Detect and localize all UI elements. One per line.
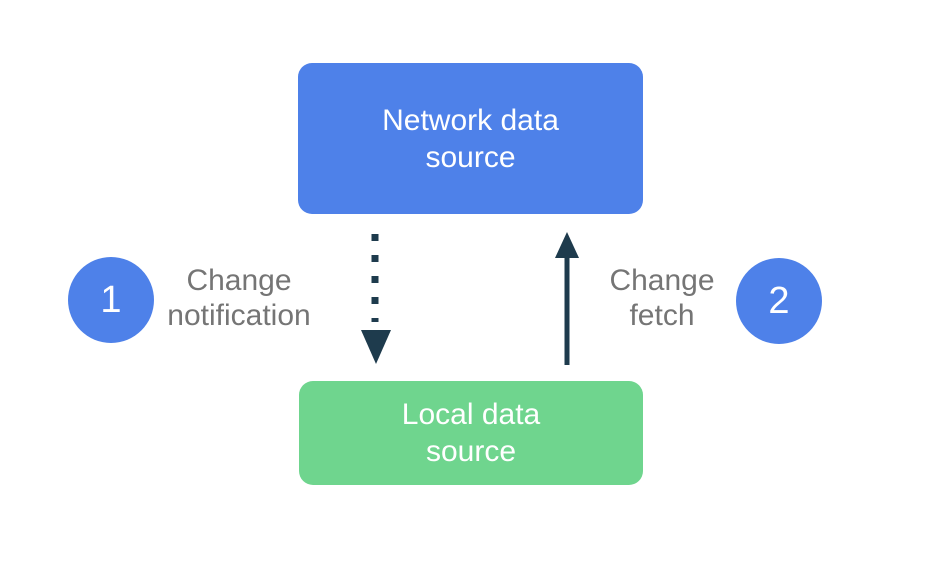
change-fetch-label-line1: Change (609, 264, 715, 297)
network-data-source-box: Network data source (298, 63, 643, 214)
network-box-label-line2: source (425, 140, 516, 174)
change-fetch-label: Change fetch (552, 263, 772, 333)
local-box-label-line2: source (425, 435, 517, 468)
change-notification-label-line1: Change (186, 264, 292, 297)
step-1-badge: 1 (68, 257, 154, 343)
dotted-down-arrow-icon (361, 234, 391, 364)
step-1-number: 1 (100, 278, 122, 321)
change-notification-label: Change notification (129, 263, 349, 333)
step-2-number: 2 (768, 279, 790, 322)
network-box-label-line1: Network data (382, 103, 559, 137)
local-data-source-box: Local data source (299, 381, 643, 485)
change-notification-label-line2: notification (167, 299, 311, 332)
step-2-badge: 2 (736, 258, 822, 344)
change-fetch-label-line2: fetch (629, 299, 695, 332)
local-box-label-line1: Local data (401, 398, 541, 431)
